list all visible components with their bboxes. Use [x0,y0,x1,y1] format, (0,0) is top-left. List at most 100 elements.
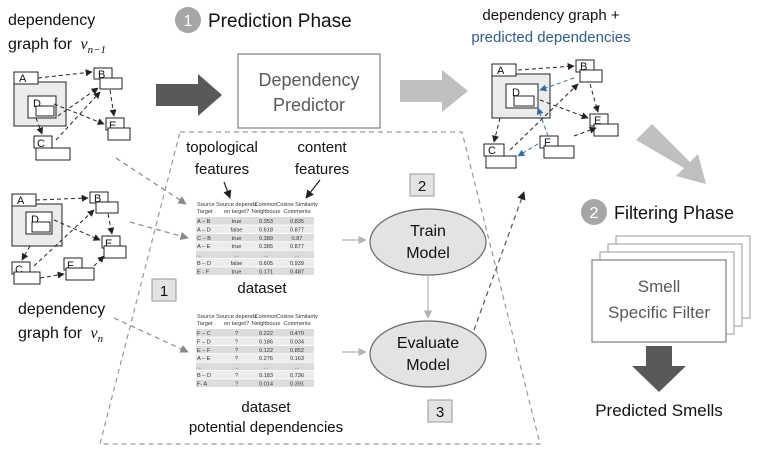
table-cell: 0.487 [290,269,304,275]
table-row [196,362,314,371]
table-cell: 0.389 [259,236,273,242]
table-cell: 0.391 [290,381,304,387]
table-cell: false [231,261,243,267]
table-cell: ... [197,365,202,371]
evaluation-dataset-label2: potential dependencies [189,419,343,436]
train-line2: Model [406,245,450,262]
table-cell: 0.034 [290,339,304,345]
table-header-cell: Source depends [216,202,257,208]
table-cell: F – D [197,339,211,345]
svg-text:D: D [31,214,39,226]
evaluate-line1: Evaluate [397,335,459,352]
table-cell: 0.852 [290,348,304,354]
arrow-to-predictor [156,74,222,116]
predictor-line2: Predictor [273,95,345,115]
table-header-cell: Target [197,209,213,215]
table-row [196,371,314,379]
table-cell: 0.222 [259,331,273,337]
table-cell: 0.87 [292,236,303,242]
table-cell: 0.353 [259,219,273,225]
table-cell: true [232,244,242,250]
svg-text:E: E [109,120,116,132]
table-cell: ... [234,253,239,259]
svg-text:E: E [594,115,601,127]
table-cell: A – D [197,227,211,233]
step-3-box: 3 [427,399,453,423]
table-cell: 0.276 [259,356,273,362]
table-cell: B – D [197,261,211,267]
svg-text:B: B [98,69,105,81]
table-row [196,354,314,362]
table-cell: 0.122 [259,348,273,354]
table-cell: 0.877 [290,227,304,233]
graph-prev-line1: dependency [8,12,95,29]
table-header-cell: Comments [283,209,310,215]
table-cell: 0.835 [290,219,304,225]
svg-text:D: D [33,98,41,110]
dependency-graph-current: A D B E C F [11,191,127,285]
table-cell: E - F [197,269,210,275]
smell-filter-stack: Smell Specific Filter [591,235,751,343]
arrow-to-results [632,346,686,392]
table-cell: 0.605 [259,261,273,267]
table-cell: 0.183 [259,373,273,379]
table-cell: ? [235,373,238,379]
svg-text:D: D [512,87,520,99]
phase2-header: 2 Filtering Phase [581,199,734,225]
table-row [196,267,314,275]
table-header-cell: on target? [224,209,249,215]
table-header-cell: Neighbours [252,209,281,215]
table-row [196,345,314,354]
table-header-cell: Source [197,314,215,320]
dependency-graph-prev: A D B C E [13,67,131,161]
svg-text:2: 2 [418,178,426,195]
table-cell: ... [264,365,269,371]
predictor-line1: Dependency [258,70,359,90]
output-graph-line2: predicted dependencies [471,29,630,46]
arrow-to-filtering [636,124,706,184]
dependency-graph-predicted: A D B C E F [483,59,619,169]
topological-features-line1: topological [186,139,258,156]
svg-text:C: C [37,138,45,150]
train-model-ellipse: Train Model [369,208,487,276]
table-header-cell: Neighbours [252,321,281,327]
table-row [196,233,314,242]
phase2-number: 2 [590,205,599,222]
phase1-header: 1 Prediction Phase [175,7,352,33]
prediction-process-boundary [99,131,541,445]
table-cell: ... [264,253,269,259]
phase2-title: Filtering Phase [614,203,734,223]
phase1-number: 1 [184,13,193,30]
table-cell: ... [295,365,300,371]
train-line1: Train [410,223,446,240]
graph-prev-line2: graph for vn−1 [8,36,106,56]
svg-text:F: F [67,260,74,272]
table-cell: 0.939 [290,261,304,267]
svg-text:E: E [105,238,112,250]
table-row [196,217,314,225]
dependency-predictor-box: Dependency Predictor [237,53,381,129]
out-node-a [491,63,517,77]
table-cell: 0.163 [290,356,304,362]
table-cell: ? [235,339,238,345]
evaluate-line2: Model [406,357,450,374]
table-row [196,250,314,259]
svg-text:C: C [15,264,23,276]
content-features-line1: content [297,139,347,156]
table-cell: B – D [197,373,211,379]
table-cell: 0.736 [290,373,304,379]
phase1-number-circle [175,7,201,33]
table-cell: 0.014 [259,381,273,387]
table-cell: C – B [197,236,211,242]
table-cell: ? [235,381,238,387]
table-cell: ... [295,253,300,259]
graph-prev-label: dependency graph for vn−1 [8,12,106,56]
table-header-bg [196,311,314,328]
table-cell: 0.186 [259,339,273,345]
table-header-cell: Source depends [216,314,257,320]
phase1-title: Prediction Phase [208,11,352,32]
table-cell: true [232,269,242,275]
